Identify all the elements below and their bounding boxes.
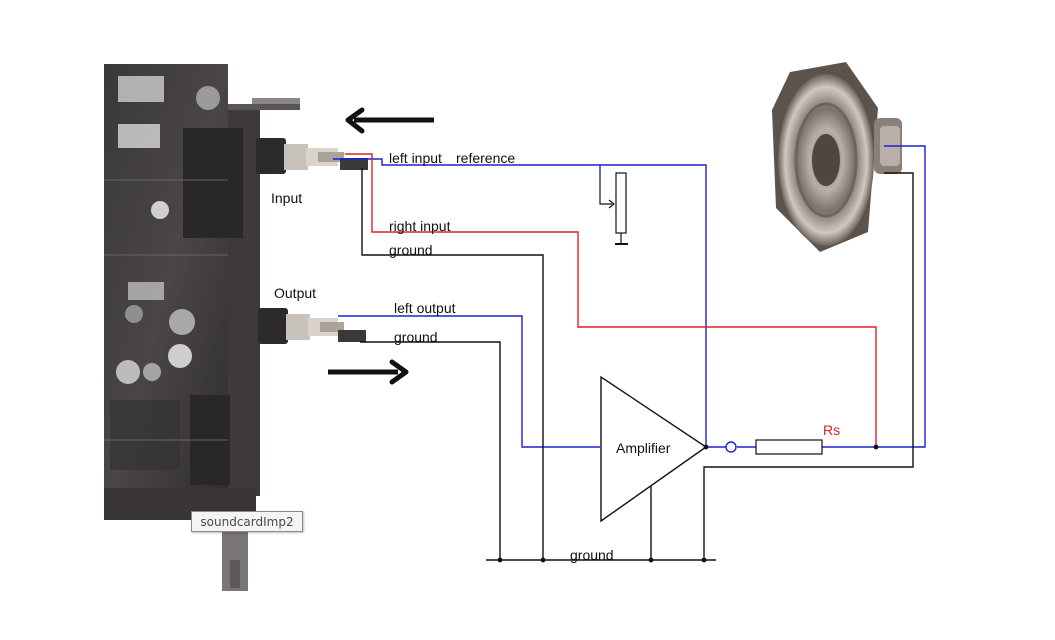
potentiometer-icon [599,172,628,245]
image-tooltip: soundcardImp2 [191,511,303,532]
speaker-icon [772,62,902,252]
amplifier-label: Amplifier [616,440,671,456]
blue-wires [333,145,926,448]
junction-dots [497,444,879,563]
output-node [725,441,737,453]
red-wires [345,153,877,447]
left-output-label: left output [394,300,456,316]
black-wires [360,168,914,561]
input-jack [256,138,368,174]
resistor-label: Rs [823,422,840,438]
output-label: Output [274,285,316,301]
output-jack [258,308,366,344]
arrow-left-icon [345,107,434,134]
reference-label: reference [456,150,515,166]
ground-bus-label: ground [570,547,614,563]
sound-card-image [104,64,300,591]
input-label: Input [271,190,302,206]
amplifier-symbol [600,375,708,523]
resistor-rs [755,439,823,455]
arrow-right-icon [328,359,409,385]
left-input-label: left input [389,150,442,166]
ground-output-label: ground [394,329,438,345]
ground-input-label: ground [389,242,433,258]
right-input-label: right input [389,218,451,234]
